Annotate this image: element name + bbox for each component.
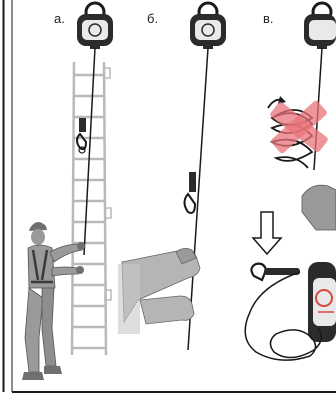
retractable-fall-arrester-icon <box>190 3 226 49</box>
lifeline-cable <box>84 48 95 255</box>
carabiner-icon <box>251 264 300 280</box>
panel-label-b: б. <box>147 11 158 26</box>
opened-device-icon <box>308 262 336 342</box>
panel-label-a: а. <box>54 11 65 26</box>
carabiner-icon <box>77 118 86 153</box>
coiled-cable-icon <box>268 96 329 168</box>
retractable-fall-arrester-icon <box>77 3 113 49</box>
panel-b <box>118 3 226 350</box>
panel-a <box>22 3 113 380</box>
retractable-fall-arrester-icon <box>304 3 336 49</box>
gloved-hand-icon <box>302 185 336 230</box>
panel-c <box>245 3 336 360</box>
panel-label-c: в. <box>263 11 274 26</box>
carabiner-icon <box>185 172 197 213</box>
worker-on-ladder-icon <box>22 222 85 380</box>
down-arrow-icon <box>253 212 281 254</box>
gloved-hand-icon <box>118 248 200 334</box>
